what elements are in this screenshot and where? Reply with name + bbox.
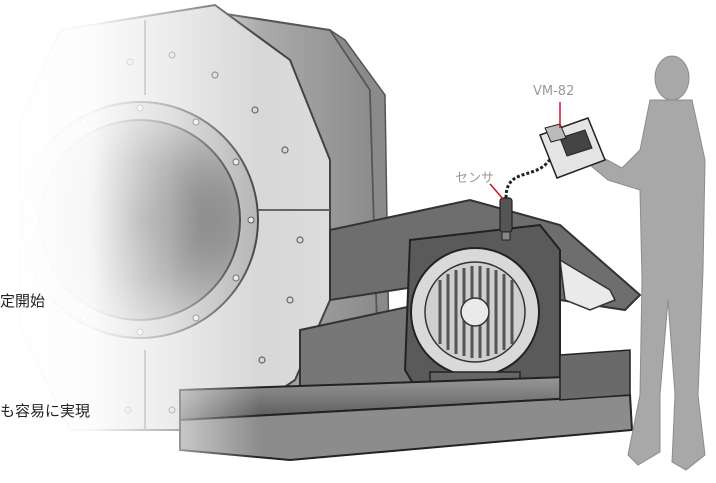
left-text-line-2: も容易に実現	[0, 402, 91, 420]
sensor-label: センサ	[455, 171, 495, 186]
left-fade-overlay	[0, 0, 260, 483]
motor-illustration	[403, 223, 561, 397]
left-text-line-1: 定開始	[0, 292, 46, 310]
vibration-meter-device	[539, 117, 606, 179]
device-label: VM-82	[533, 84, 575, 99]
sensor-probe	[499, 127, 564, 241]
sensor-leader-line	[489, 183, 505, 201]
